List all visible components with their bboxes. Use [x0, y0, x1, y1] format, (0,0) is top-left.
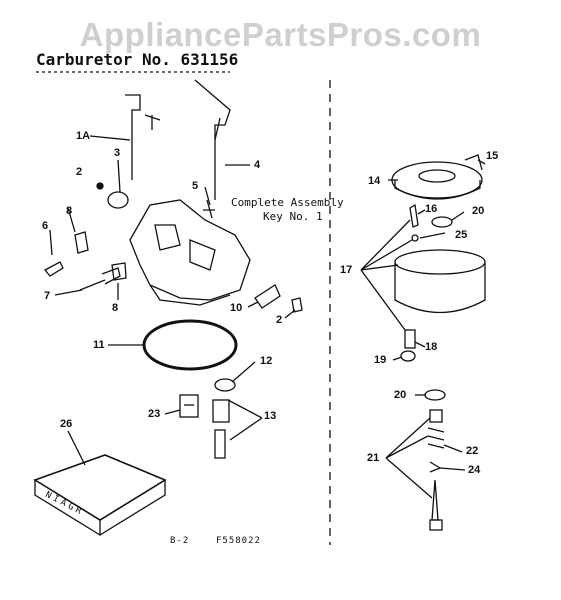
part-label-15: 15 — [486, 150, 499, 162]
assembly-note-line-1: Complete Assembly — [231, 196, 344, 209]
part-label-14: 14 — [368, 175, 381, 187]
part-label-12: 12 — [260, 355, 273, 367]
assembly-note-line-2: Key No. 1 — [263, 210, 323, 223]
part-label-4: 4 — [254, 159, 261, 171]
watermark: AppliancePartsPros.com — [79, 16, 482, 53]
footer-code-right: F558022 — [216, 536, 261, 546]
part-label-18: 18 — [425, 341, 438, 353]
part-label-2: 2 — [76, 166, 83, 178]
part-label-20-upper: 20 — [472, 205, 485, 217]
part-label-23: 23 — [148, 408, 161, 420]
part-label-21: 21 — [367, 452, 380, 464]
part-label-26: 26 — [60, 418, 73, 430]
part-label-2-lower: 2 — [276, 314, 283, 326]
part-label-13: 13 — [264, 410, 277, 422]
part-label-22: 22 — [466, 445, 479, 457]
part-label-1a: 1A — [76, 130, 91, 142]
part-label-19: 19 — [374, 354, 387, 366]
part-label-16: 16 — [425, 203, 438, 215]
part-label-17: 17 — [340, 264, 353, 276]
diagram-title: Carburetor No. 631156 — [36, 50, 239, 69]
footer-code-left: B-2 — [170, 536, 190, 546]
part-label-8-lower: 8 — [112, 302, 119, 314]
part-label-5: 5 — [192, 180, 199, 192]
part-label-10: 10 — [230, 302, 243, 314]
assembly-note: Complete Assembly Key No. 1 — [231, 196, 344, 224]
part-label-8-upper: 8 — [66, 205, 73, 217]
part-label-6: 6 — [42, 220, 49, 232]
part-label-24: 24 — [468, 464, 481, 476]
part-label-3: 3 — [114, 147, 121, 159]
part-label-20-lower: 20 — [394, 389, 407, 401]
part-label-11: 11 — [93, 339, 105, 351]
part-label-7: 7 — [44, 290, 51, 302]
part-label-25: 25 — [455, 229, 468, 241]
